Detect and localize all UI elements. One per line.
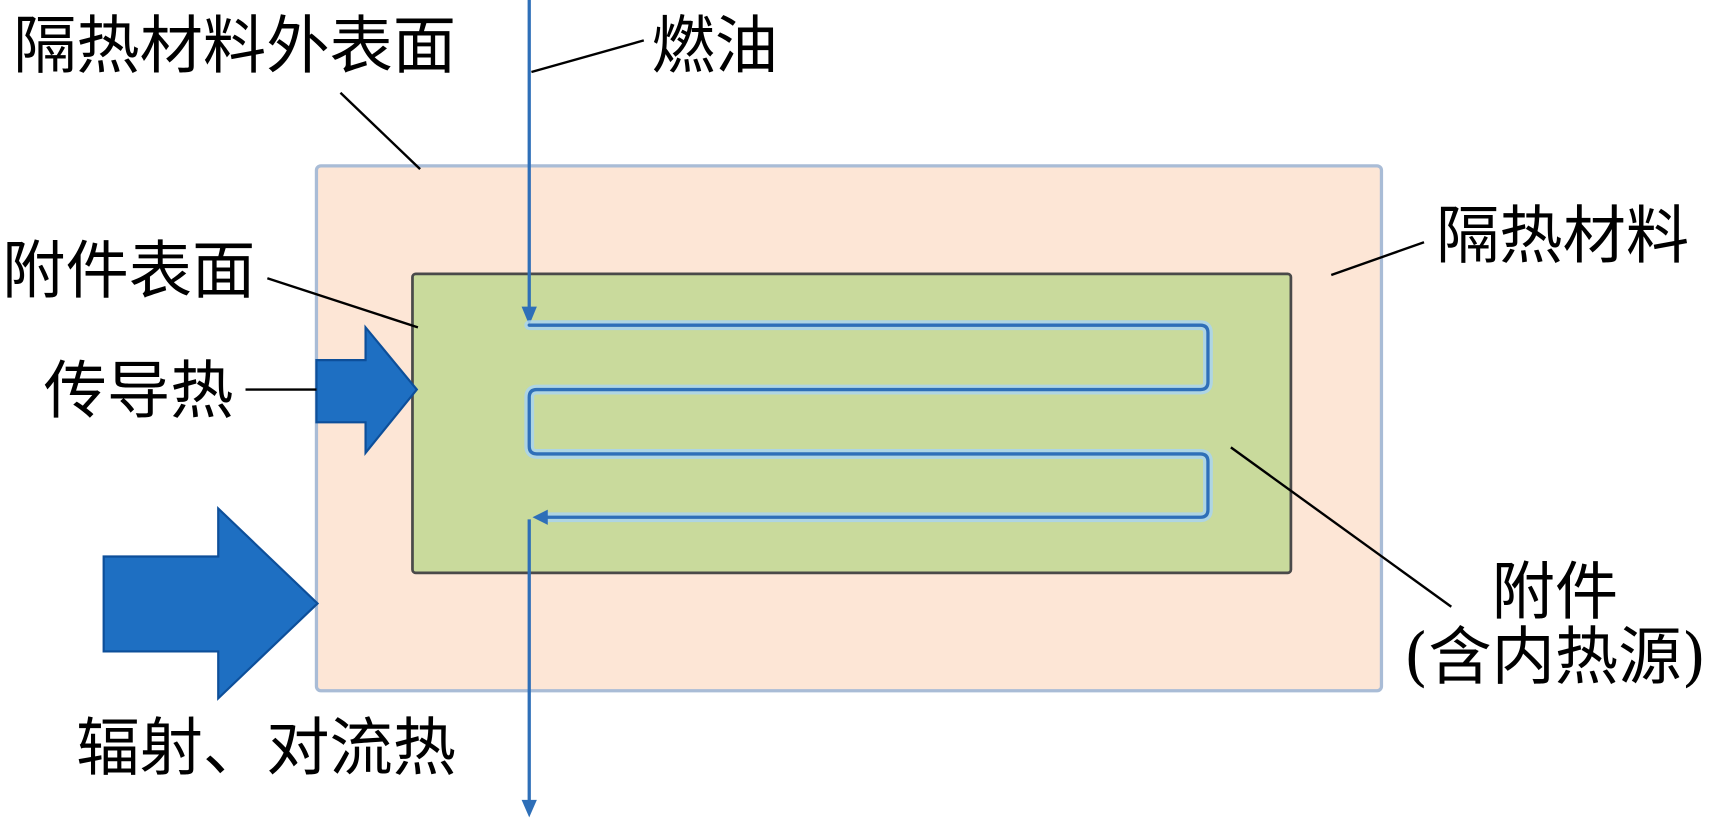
leader-fuel: [531, 39, 645, 74]
label-insulation-material: 隔热材料: [1436, 199, 1689, 273]
label-attachment-note: (含内热源): [1404, 620, 1707, 694]
label-conducted-heat: 传导热: [44, 353, 234, 427]
conducted-heat-arrow-icon: [315, 324, 419, 456]
attachment-box: [411, 272, 1293, 575]
fuel-outlet-arrow-icon: [521, 799, 537, 818]
radiation-convection-arrow-icon: [102, 505, 320, 701]
fuel-inlet-arrow-icon: [521, 306, 537, 326]
leader-attachment: [1230, 446, 1452, 608]
leader-attachment-surface: [266, 277, 419, 329]
fuel-turn-arrow-icon: [532, 509, 548, 525]
leader-insulation-outer-surface: [339, 91, 421, 171]
label-attachment-surface: 附件表面: [2, 233, 255, 307]
leader-insulation-material: [1330, 241, 1425, 277]
label-insulation-outer-surface: 隔热材料外表面: [13, 9, 456, 83]
label-attachment: 附件: [1492, 554, 1619, 628]
label-fuel: 燃油: [651, 9, 778, 83]
fuel-serpentine-core: [527, 323, 1210, 519]
label-radiation-convection-heat: 辐射、对流热: [76, 710, 456, 784]
